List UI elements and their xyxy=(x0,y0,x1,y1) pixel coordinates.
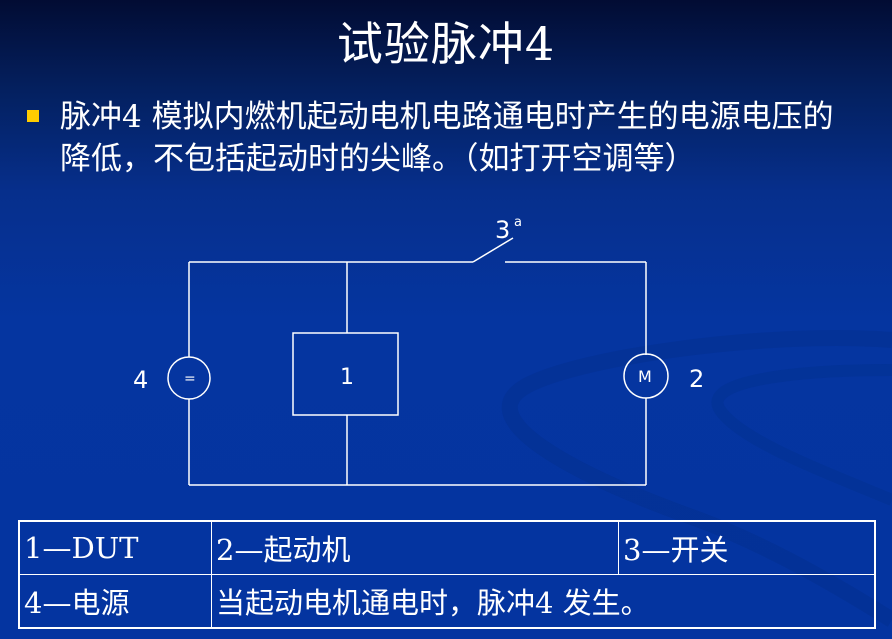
bullet-square-icon xyxy=(27,110,39,122)
source-symbol: = xyxy=(184,371,196,387)
source-label: 4 xyxy=(133,366,148,394)
legend-row: 1—DUT 2—起动机 3—开关 xyxy=(18,520,876,575)
motor-label: 2 xyxy=(689,365,704,393)
switch-superscript: a xyxy=(514,215,522,230)
legend-cell-starter: 2—起动机 xyxy=(211,520,619,575)
bullet-text: 脉冲4 模拟内燃机起动电机电路通电时产生的电源电压的降低，不包括起动时的尖峰。（… xyxy=(60,99,834,177)
bullet-item: 脉冲4 模拟内燃机起动电机电路通电时产生的电源电压的降低，不包括起动时的尖峰。（… xyxy=(22,96,872,180)
legend-table: 1—DUT 2—起动机 3—开关 4—电源 当起动电机通电时，脉冲4 发生。 xyxy=(18,520,876,629)
legend-cell-dut: 1—DUT xyxy=(18,520,212,575)
legend-cell-power: 4—电源 xyxy=(18,574,212,629)
legend-cell-description: 当起动电机通电时，脉冲4 发生。 xyxy=(211,574,876,629)
dut-label: 1 xyxy=(340,365,354,390)
motor-symbol: M xyxy=(638,367,652,386)
legend-row: 4—电源 当起动电机通电时，脉冲4 发生。 xyxy=(18,574,876,629)
switch-label: 3 xyxy=(495,216,510,244)
slide-title: 试验脉冲4 xyxy=(336,17,556,71)
legend-cell-switch: 3—开关 xyxy=(618,520,876,575)
